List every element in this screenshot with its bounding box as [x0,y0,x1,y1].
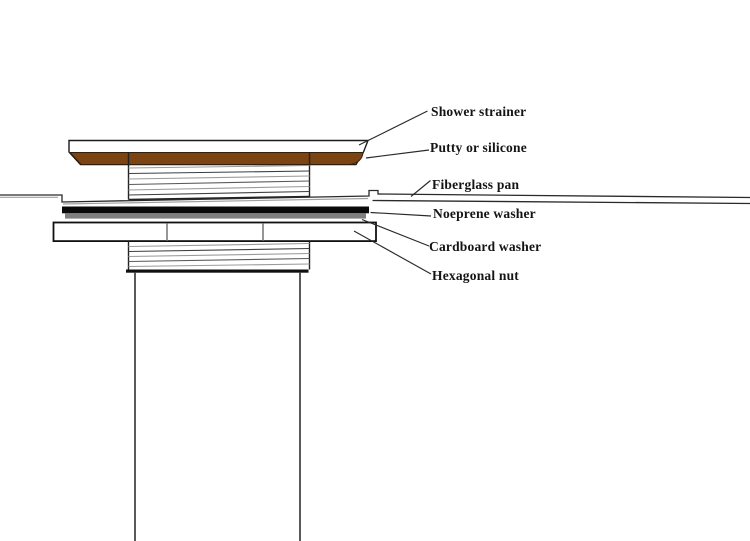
label-noeprene-washer: Noeprene washer [433,206,536,221]
hexagonal-nut [52,221,377,243]
leader-cardboard-washer [361,218,430,247]
upper-thread-lines [128,164,310,201]
label-fiberglass-pan: Fiberglass pan [432,177,520,192]
barrel-bottom-cap [126,269,309,273]
label-cardboard-washer: Cardboard washer [429,239,542,254]
lower-drain-barrel [126,241,311,273]
noeprene-washer [62,206,369,214]
label-shower-strainer: Shower strainer [431,104,527,119]
fiberglass-pan-profile [0,189,750,205]
leader-lines [353,110,432,275]
leader-hexagonal-nut [353,230,432,275]
leader-noeprene-washer [370,211,432,217]
leader-putty-or-silicone [365,149,430,159]
lower-thread-lines [128,242,310,268]
cardboard-washer [65,213,366,219]
drain-pipe [134,272,301,541]
putty-layer [68,152,364,165]
leader-shower-strainer [358,110,428,146]
label-putty-or-silicone: Putty or silicone [430,140,527,155]
label-hexagonal-nut: Hexagonal nut [432,268,519,283]
leader-fiberglass-pan [410,180,431,197]
upper-drain-barrel [127,152,311,201]
